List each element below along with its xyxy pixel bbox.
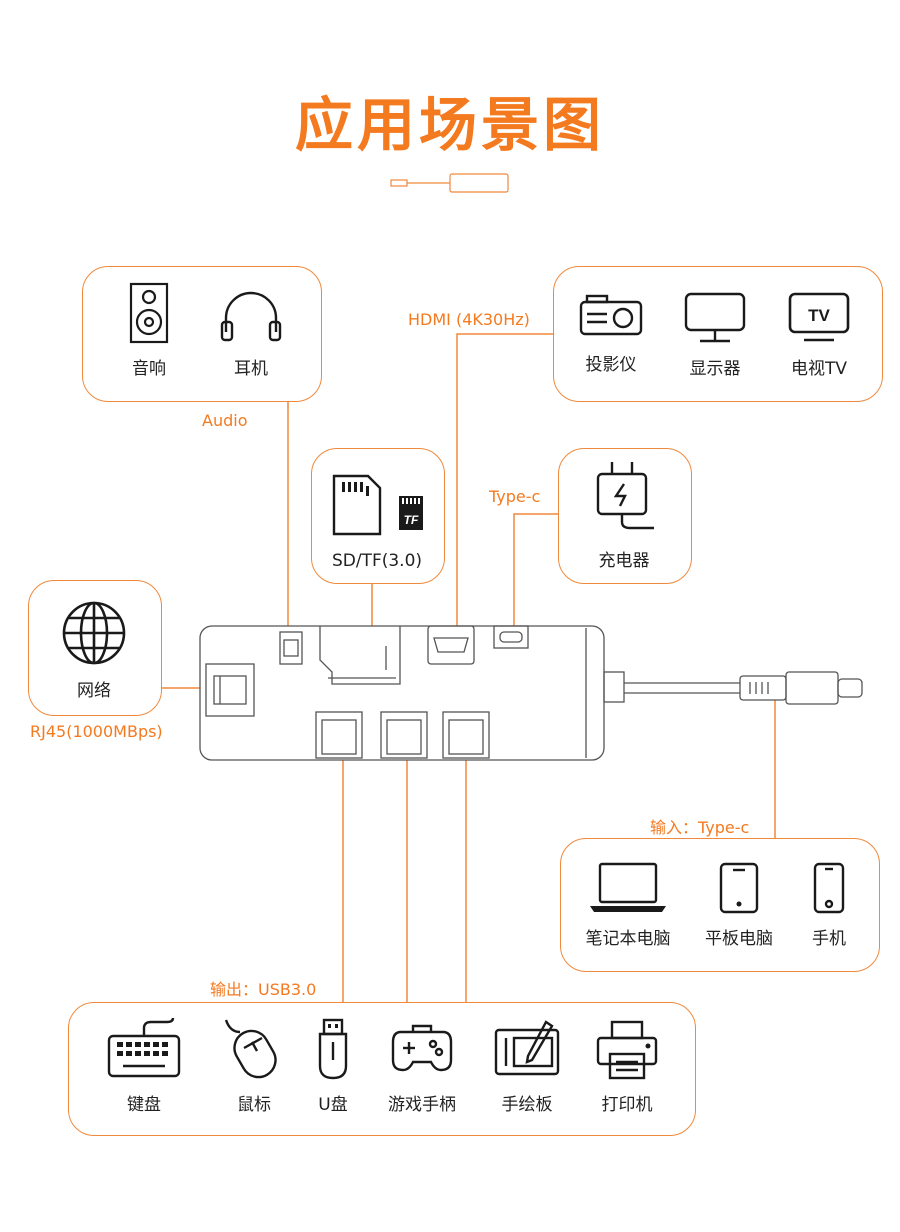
usb-drive-item: U盘 — [302, 1018, 364, 1115]
printer-item: 打印机 — [588, 1020, 666, 1115]
drawing-tablet-icon — [494, 1020, 560, 1076]
svg-text:TV: TV — [808, 306, 830, 325]
phone-label: 手机 — [812, 929, 846, 949]
gamepad-item: 游戏手柄 — [376, 1024, 468, 1115]
network-item: 网络 — [44, 600, 144, 701]
headphones-item: 耳机 — [216, 288, 286, 379]
cable-decoration-icon — [390, 173, 509, 193]
mouse-item: 鼠标 — [212, 1018, 296, 1115]
page-title: 应用场景图 — [294, 91, 605, 159]
projector-item: 投影仪 — [572, 292, 650, 375]
printer-label: 打印机 — [601, 1095, 653, 1115]
tf-card-icon: TF — [399, 496, 423, 530]
phone-icon — [813, 862, 845, 914]
keyboard-icon — [107, 1018, 181, 1078]
charge-label: Type-c — [489, 487, 541, 506]
audio-box — [82, 266, 322, 402]
headphones-icon — [220, 291, 282, 342]
audio-label: Audio — [202, 411, 248, 430]
hdmi-box — [553, 266, 883, 402]
keyboard-item: 键盘 — [96, 1018, 192, 1115]
gamepad-icon — [391, 1024, 453, 1072]
tv-label: 电视TV — [790, 359, 847, 379]
drawing-tablet-label: 手绘板 — [501, 1095, 553, 1115]
projector-label: 投影仪 — [585, 355, 637, 375]
projector-icon — [579, 294, 643, 336]
globe-icon — [62, 601, 126, 665]
output-label: 输出：USB3.0 — [210, 980, 317, 999]
tv-icon: TV — [788, 292, 850, 342]
tablet-item: 平板电脑 — [696, 862, 782, 949]
output-box — [68, 1002, 696, 1136]
speaker-label: 音响 — [132, 359, 166, 379]
tv-item: TV 电视TV — [780, 292, 858, 379]
phone-item: 手机 — [800, 862, 858, 949]
network-label: 网络 — [77, 681, 111, 701]
monitor-icon — [684, 292, 746, 343]
laptop-icon — [590, 862, 666, 912]
speaker-icon — [129, 282, 169, 344]
monitor-label: 显示器 — [689, 359, 741, 379]
laptop-item: 笔记本电脑 — [578, 862, 678, 949]
gamepad-label: 游戏手柄 — [388, 1095, 456, 1115]
keyboard-label: 键盘 — [127, 1095, 161, 1115]
monitor-item: 显示器 — [676, 292, 754, 379]
tf-card-text: TF — [404, 513, 419, 527]
card-label: SD/TF(3.0) — [331, 551, 423, 571]
printer-icon — [596, 1020, 658, 1080]
usb-drive-icon — [318, 1018, 348, 1080]
tablet-icon — [719, 862, 759, 914]
mouse-label: 鼠标 — [237, 1095, 271, 1115]
headphones-label: 耳机 — [234, 359, 268, 379]
drawing-tablet-item: 手绘板 — [484, 1020, 570, 1115]
charger-box — [558, 448, 692, 584]
charger-label: 充电器 — [598, 551, 650, 571]
laptop-label: 笔记本电脑 — [585, 929, 671, 949]
input-label: 输入：Type-c — [650, 818, 750, 837]
charger-item: 充电器 — [574, 460, 674, 571]
speaker-item: 音响 — [118, 282, 180, 379]
network-port-label: RJ45(1000MBps) — [30, 722, 163, 741]
tablet-label: 平板电脑 — [705, 929, 773, 949]
usb-drive-label: U盘 — [318, 1095, 348, 1115]
sd-card-icon — [332, 474, 382, 536]
charger-icon — [596, 462, 654, 530]
hdmi-label: HDMI (4K30Hz) — [408, 310, 530, 329]
mouse-icon — [224, 1019, 277, 1079]
